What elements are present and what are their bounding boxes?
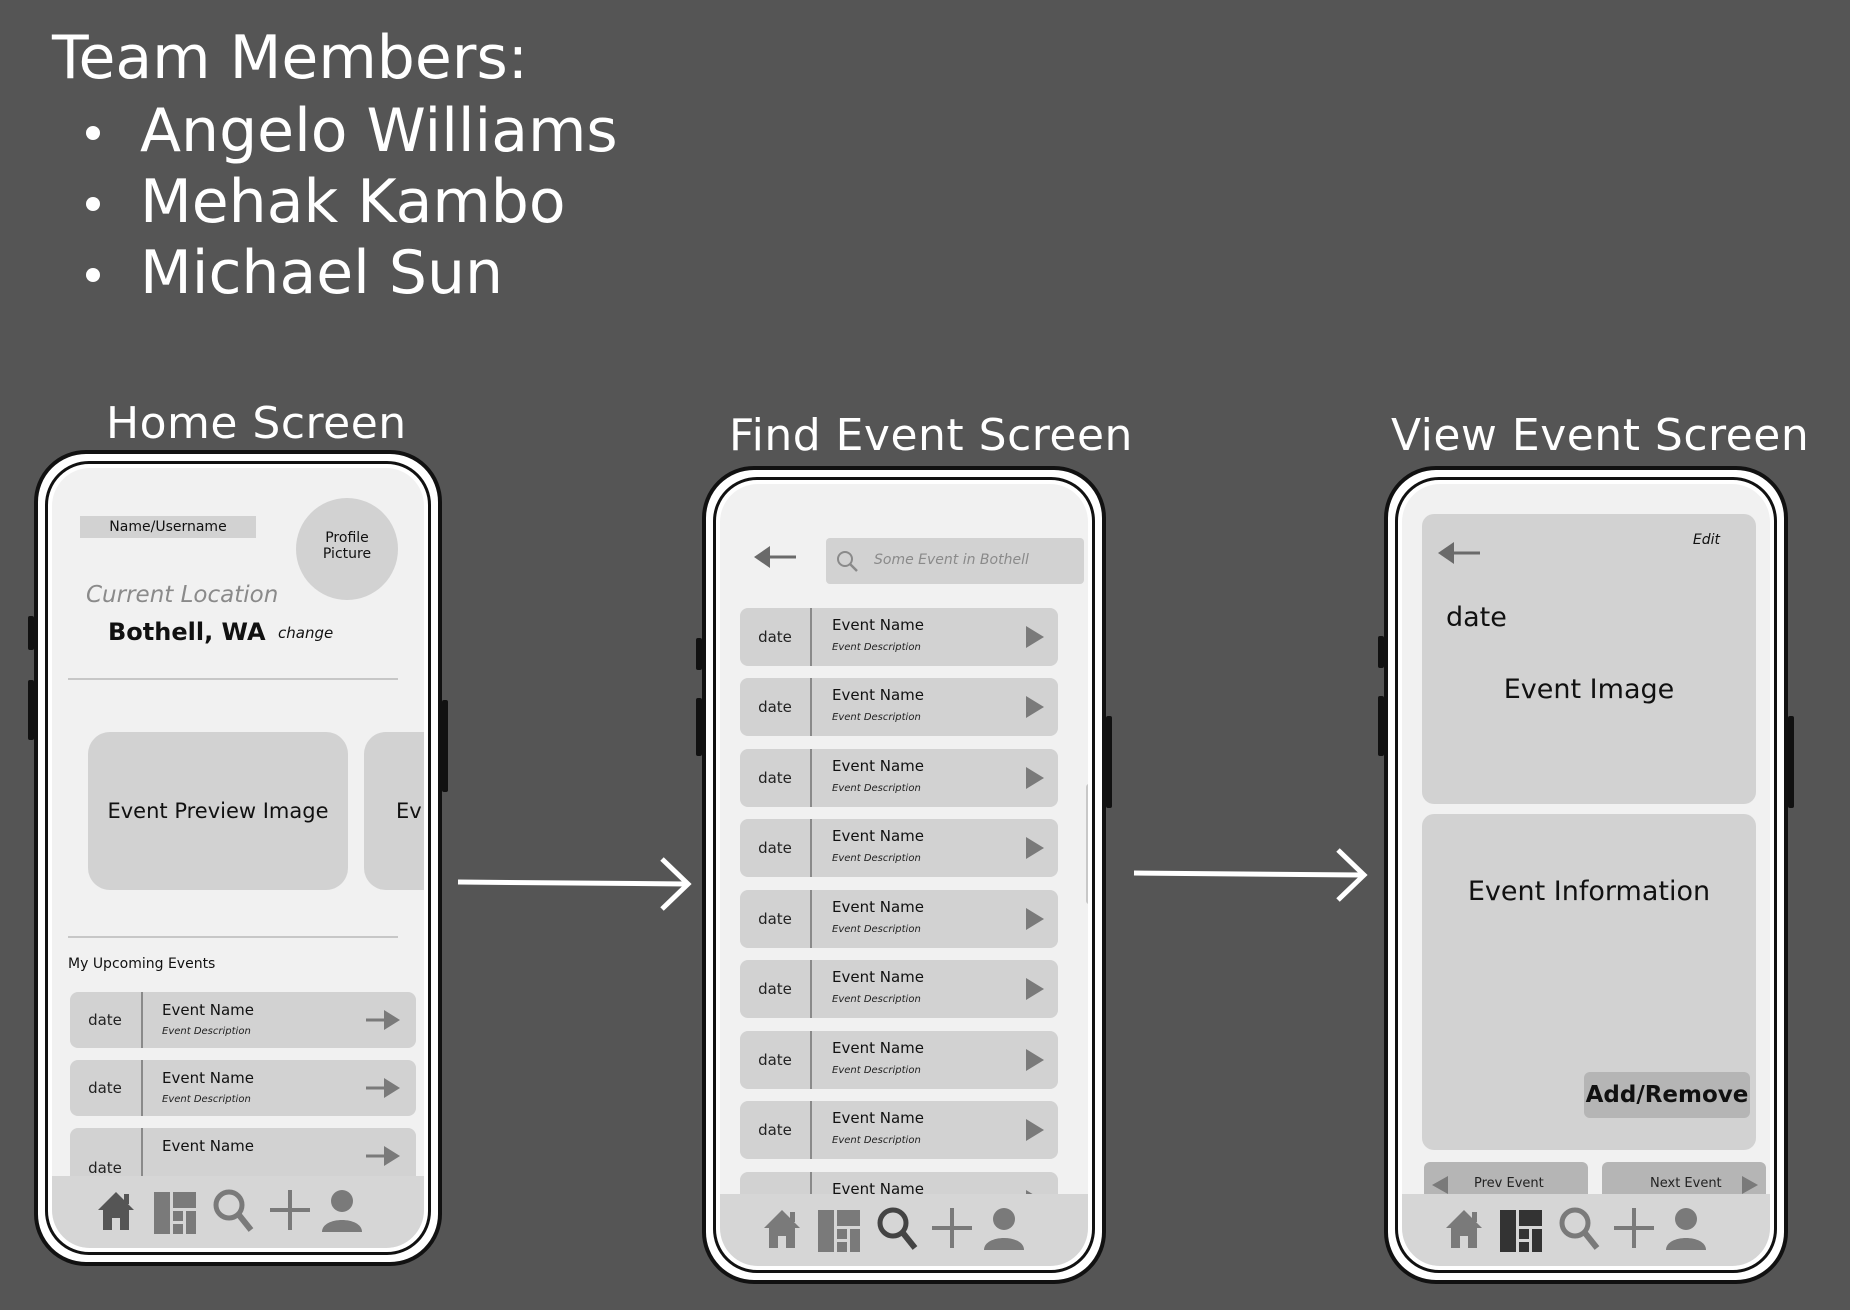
flow-arrow-icon — [1133, 848, 1368, 902]
profile-icon[interactable] — [320, 1188, 364, 1232]
upcoming-events-list: date Event Name Event Description date E… — [70, 992, 416, 1192]
team-member: Mehak Kambo — [82, 167, 618, 238]
home-icon[interactable] — [762, 1208, 802, 1250]
plus-icon[interactable] — [270, 1190, 310, 1230]
list-item[interactable]: date Event Name Event Description — [70, 992, 416, 1048]
dashboard-icon[interactable] — [154, 1192, 196, 1234]
username-field[interactable]: Name/Username — [80, 516, 256, 538]
home-phone: Name/Username Profile Picture Current Lo… — [28, 450, 448, 1266]
play-arrow-icon — [1026, 908, 1044, 930]
divider — [68, 678, 398, 680]
dashboard-icon[interactable] — [1500, 1210, 1542, 1252]
upcoming-events-title: My Upcoming Events — [68, 956, 216, 972]
home-icon[interactable] — [96, 1190, 136, 1232]
add-remove-button[interactable]: Add/Remove — [1584, 1072, 1750, 1118]
search-placeholder: Some Event in Bothell — [874, 552, 1029, 568]
location-text: Bothell, WA — [108, 618, 266, 646]
home-screen: Name/Username Profile Picture Current Lo… — [52, 468, 424, 1248]
view-event-screen-title: View Event Screen — [1391, 410, 1810, 461]
event-preview-image-next[interactable]: Ev — [364, 732, 424, 890]
play-arrow-icon — [1026, 837, 1044, 859]
event-image: Edit date Event Image — [1422, 514, 1756, 804]
team-member: Angelo Williams — [82, 96, 618, 167]
play-arrow-icon — [1026, 978, 1044, 1000]
tab-bar — [52, 1176, 424, 1248]
profile-icon[interactable] — [982, 1206, 1026, 1250]
view-event-screen: Edit date Event Image Event Information … — [1402, 484, 1770, 1266]
play-left-icon — [1432, 1176, 1448, 1194]
team-member: Michael Sun — [82, 238, 618, 309]
event-date: date — [1446, 602, 1507, 633]
home-icon[interactable] — [1444, 1208, 1484, 1250]
scrollbar[interactable] — [1086, 784, 1088, 904]
play-arrow-icon — [1026, 1049, 1044, 1071]
search-icon[interactable] — [876, 1206, 918, 1252]
team-title: Team Members: — [52, 23, 528, 93]
profile-icon[interactable] — [1664, 1206, 1708, 1250]
change-location-link[interactable]: change — [278, 624, 334, 642]
back-arrow-icon[interactable] — [754, 546, 796, 568]
event-information: Event Information Add/Remove — [1422, 814, 1756, 1150]
event-information-label: Event Information — [1467, 876, 1711, 907]
list-item[interactable]: date Event Name Event Description — [70, 1060, 416, 1116]
event-image-label: Event Image — [1503, 674, 1675, 705]
arrow-right-icon — [366, 1010, 400, 1030]
arrow-right-icon — [366, 1146, 400, 1166]
plus-icon[interactable] — [1614, 1208, 1654, 1248]
flow-arrow-icon — [457, 857, 692, 911]
dashboard-icon[interactable] — [818, 1210, 860, 1252]
bullet-icon — [86, 126, 100, 140]
play-arrow-icon — [1026, 1119, 1044, 1141]
tab-bar — [1402, 1194, 1770, 1266]
search-icon[interactable] — [212, 1188, 254, 1234]
play-arrow-icon — [1026, 626, 1044, 648]
search-icon — [837, 551, 858, 572]
team-member-list: Angelo Williams Mehak Kambo Michael Sun — [82, 96, 618, 309]
find-event-screen-title: Find Event Screen — [729, 410, 1133, 461]
tab-bar — [720, 1194, 1088, 1266]
play-right-icon — [1742, 1176, 1758, 1194]
event-preview-image[interactable]: Event Preview Image — [88, 732, 348, 890]
current-location-label: Current Location — [86, 582, 279, 608]
search-input[interactable]: Some Event in Bothell — [826, 538, 1084, 584]
list-item[interactable]: date Event Name — [70, 1128, 416, 1184]
search-icon[interactable] — [1558, 1206, 1600, 1252]
home-screen-title: Home Screen — [106, 398, 407, 449]
play-arrow-icon — [1026, 767, 1044, 789]
back-arrow-icon[interactable] — [1438, 542, 1480, 564]
edit-button[interactable]: Edit — [1692, 532, 1720, 548]
plus-icon[interactable] — [932, 1208, 972, 1248]
play-arrow-icon — [1026, 696, 1044, 718]
bullet-icon — [86, 197, 100, 211]
profile-picture[interactable]: Profile Picture — [296, 498, 398, 600]
arrow-right-icon — [366, 1078, 400, 1098]
view-event-phone: Edit date Event Image Event Information … — [1378, 466, 1794, 1284]
divider — [68, 936, 398, 938]
bullet-icon — [86, 268, 100, 282]
